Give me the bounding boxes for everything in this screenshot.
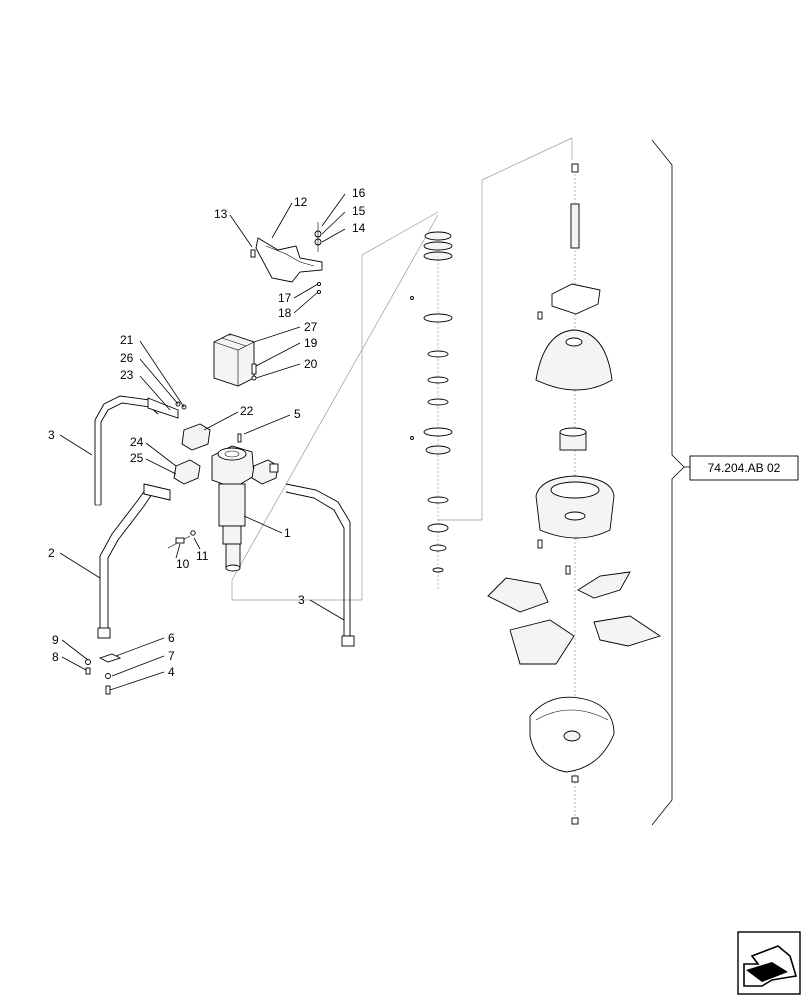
rotor-blades xyxy=(487,571,662,665)
callout-23[interactable]: 23 xyxy=(120,368,134,382)
callout-13[interactable]: 13 xyxy=(214,207,228,221)
callout-16[interactable]: 16 xyxy=(352,186,366,200)
bearing-stack xyxy=(423,231,453,573)
right-leg xyxy=(285,483,355,647)
misc-bolts xyxy=(410,296,543,440)
callout-19[interactable]: 19 xyxy=(304,336,318,350)
callout-8[interactable]: 8 xyxy=(52,650,59,664)
callout-27[interactable]: 27 xyxy=(304,320,318,334)
callout-21[interactable]: 21 xyxy=(120,333,134,347)
callout-24[interactable]: 24 xyxy=(130,435,144,449)
callout-14[interactable]: 14 xyxy=(352,221,366,235)
top-bracket xyxy=(250,222,323,295)
callout-18[interactable]: 18 xyxy=(278,306,292,320)
storage-box xyxy=(213,333,257,387)
callout-3-lower[interactable]: 3 xyxy=(298,593,305,607)
callout-15[interactable]: 15 xyxy=(352,204,366,218)
reference-label: 74.204.AB 02 xyxy=(708,461,781,475)
guide-lines xyxy=(231,137,576,820)
callout-20[interactable]: 20 xyxy=(304,357,318,371)
assembly-bracket xyxy=(651,139,685,826)
callout-5[interactable]: 5 xyxy=(294,407,301,421)
callout-labels: 13 12 16 15 14 17 18 27 19 20 21 26 23 2… xyxy=(48,186,366,679)
callout-10[interactable]: 10 xyxy=(176,557,190,571)
callout-7[interactable]: 7 xyxy=(168,649,175,663)
left-leg xyxy=(97,483,171,639)
rotor-assembly xyxy=(535,163,615,575)
callout-1[interactable]: 1 xyxy=(284,526,291,540)
arrow-icon[interactable] xyxy=(737,931,801,995)
leader-lines xyxy=(59,193,346,691)
callout-11[interactable]: 11 xyxy=(196,549,209,563)
lower-dish xyxy=(529,696,615,825)
callout-6[interactable]: 6 xyxy=(168,631,175,645)
clamp-brackets xyxy=(173,423,279,485)
foot-hardware xyxy=(85,653,122,695)
upper-left-hoop xyxy=(94,395,187,506)
connector xyxy=(167,530,196,549)
reference-callout[interactable]: 74.204.AB 02 xyxy=(689,455,799,481)
callout-25[interactable]: 25 xyxy=(130,451,144,465)
callout-4[interactable]: 4 xyxy=(168,665,175,679)
callout-9[interactable]: 9 xyxy=(52,633,59,647)
callout-22[interactable]: 22 xyxy=(240,404,254,418)
callout-17[interactable]: 17 xyxy=(278,291,292,305)
callout-12[interactable]: 12 xyxy=(294,195,308,209)
callout-2[interactable]: 2 xyxy=(48,546,55,560)
main-column xyxy=(211,433,255,572)
callout-3-upper[interactable]: 3 xyxy=(48,428,55,442)
callout-26[interactable]: 26 xyxy=(120,351,134,365)
